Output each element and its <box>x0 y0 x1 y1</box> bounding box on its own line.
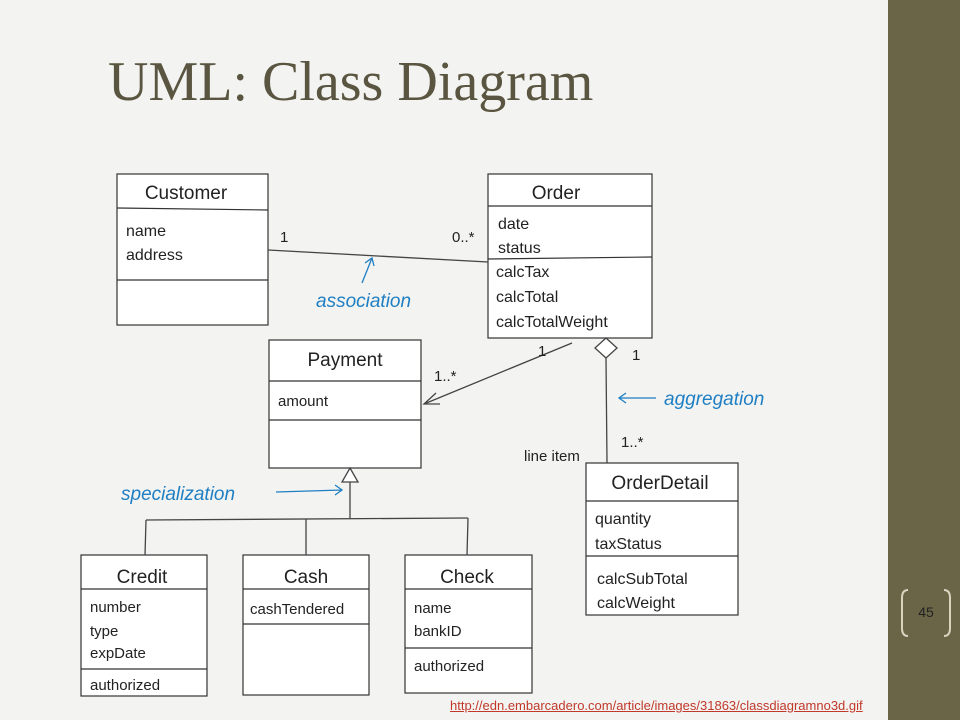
aggregation-diamond <box>594 337 618 359</box>
multiplicity-label: 1 <box>280 229 288 246</box>
annotation-aggregation-arrow <box>617 392 656 404</box>
class-order-name: Order <box>532 183 581 204</box>
class-order-attribute: status <box>498 240 541 257</box>
source-link[interactable]: http://edn.embarcadero.com/article/image… <box>450 698 863 713</box>
multiplicity-label: 1..* <box>434 368 457 385</box>
page-number: 45 <box>918 604 934 620</box>
class-order-operation: calcTotal <box>496 289 558 306</box>
class-payment-attribute: amount <box>278 393 329 410</box>
navigation-arrowhead <box>422 392 440 405</box>
class-order-detail-attribute: taxStatus <box>595 536 662 553</box>
multiplicity-label: 1 <box>538 343 546 360</box>
class-check: Check name bankID authorized <box>404 554 533 694</box>
class-order-detail-operation: calcSubTotal <box>597 571 688 588</box>
generalization-branch-credit <box>144 519 147 556</box>
annotation-association: association <box>316 291 411 312</box>
class-order-detail-operation: calcWeight <box>597 595 676 612</box>
association-order-payment-line <box>423 342 573 405</box>
class-check-attribute: name <box>414 600 452 617</box>
generalization-triangle <box>340 466 360 483</box>
class-payment-name: Payment <box>308 350 384 371</box>
class-customer: Customer name address <box>116 173 269 326</box>
slide-sidebar <box>888 0 960 720</box>
role-name-label: line item <box>524 448 580 465</box>
annotation-specialization: specialization <box>121 484 235 505</box>
class-order-detail-attribute: quantity <box>595 511 651 528</box>
class-check-attribute: bankID <box>414 623 462 640</box>
class-order-detail: OrderDetail quantity taxStatus calcSubTo… <box>585 462 739 616</box>
class-credit-operation: authorized <box>90 677 160 694</box>
annotation-specialization-arrow <box>275 484 344 496</box>
class-order-operation: calcTax <box>496 264 549 281</box>
generalization-branch-check <box>466 517 469 556</box>
class-order-detail-name: OrderDetail <box>611 473 708 494</box>
class-credit-attribute: number <box>90 599 141 616</box>
class-order-attribute: date <box>498 216 529 233</box>
annotation-association-arrow <box>361 256 375 284</box>
class-payment: Payment amount <box>268 339 422 469</box>
class-diagram: Customer name address Order date status … <box>80 173 764 697</box>
class-cash-attribute: cashTendered <box>250 601 344 618</box>
class-check-name: Check <box>440 567 494 588</box>
class-credit-name: Credit <box>117 567 168 588</box>
generalization-bar <box>145 517 469 521</box>
annotation-aggregation: aggregation <box>664 389 764 410</box>
slide-title: UML: Class Diagram <box>108 51 594 113</box>
page-number-bracket <box>901 589 951 637</box>
class-order: Order date status calcTax calcTotal calc… <box>487 173 653 339</box>
class-customer-attribute: address <box>126 247 183 264</box>
multiplicity-label: 0..* <box>452 229 475 246</box>
association-customer-order-line <box>267 249 489 263</box>
multiplicity-label: 1..* <box>621 434 644 451</box>
class-cash: Cash cashTendered <box>242 554 370 696</box>
multiplicity-label: 1 <box>632 347 640 364</box>
class-credit-attribute: expDate <box>90 645 146 662</box>
class-order-operation: calcTotalWeight <box>496 314 608 331</box>
class-credit: Credit number type expDate authorized <box>80 554 208 697</box>
class-credit-attribute: type <box>90 623 118 640</box>
class-customer-name: Customer <box>145 183 228 204</box>
aggregation-order-detail-line <box>605 357 608 464</box>
class-cash-name: Cash <box>284 567 328 588</box>
class-check-operation: authorized <box>414 658 484 675</box>
class-customer-attribute: name <box>126 223 166 240</box>
